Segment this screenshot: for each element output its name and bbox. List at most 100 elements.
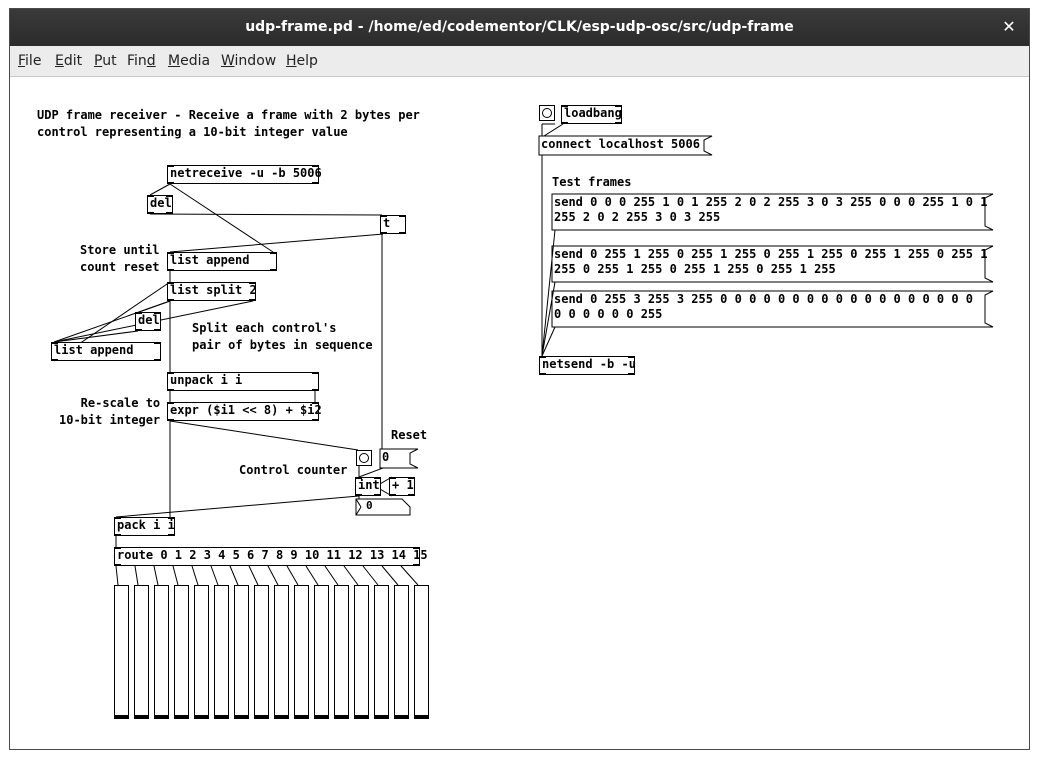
- comment-store-until: Store until count reset: [80, 243, 160, 274]
- int-object[interactable]: int: [355, 477, 381, 496]
- port: [628, 356, 635, 358]
- slider-knob[interactable]: [355, 715, 368, 718]
- menu-window[interactable]: Window: [221, 53, 276, 69]
- menu-media-rest: edia: [180, 53, 211, 69]
- port: [147, 195, 154, 197]
- port: [615, 122, 622, 124]
- port: [380, 232, 387, 234]
- menu-put-accel: P: [94, 53, 103, 69]
- vslider-2[interactable]: [154, 585, 169, 719]
- port: [355, 477, 362, 479]
- slider-knob[interactable]: [135, 715, 148, 718]
- loadbang-object[interactable]: loadbang: [561, 105, 622, 124]
- port: [167, 372, 174, 374]
- slider-knob[interactable]: [155, 715, 168, 718]
- vslider-12[interactable]: [354, 585, 369, 719]
- port: [167, 269, 174, 271]
- del-object-1[interactable]: del: [147, 195, 173, 214]
- unpack-object[interactable]: unpack i i: [167, 372, 319, 391]
- port: [168, 534, 175, 536]
- patch-canvas[interactable]: UDP frame receiver - Receive a frame wit…: [10, 77, 1029, 749]
- vslider-8[interactable]: [274, 585, 289, 719]
- trigger-object[interactable]: t: [380, 215, 406, 234]
- del-object-2[interactable]: del: [135, 312, 161, 331]
- vslider-3[interactable]: [174, 585, 189, 719]
- patch-cords: [53, 123, 994, 586]
- slider-knob[interactable]: [375, 715, 388, 718]
- menu-media-accel: M: [168, 53, 181, 69]
- window-title: udp-frame.pd - /home/ed/codementor/CLK/e…: [245, 19, 794, 35]
- test-frame-message-1[interactable]: send 0 0 0 255 1 0 1 255 2 0 2 255 3 0 3…: [554, 195, 988, 224]
- netsend-object[interactable]: netsend -b -u: [539, 356, 636, 375]
- port: [167, 182, 174, 184]
- comment-control-counter: Control counter: [239, 463, 348, 477]
- counter-number-box[interactable]: 0: [366, 499, 373, 512]
- menu-put[interactable]: Put: [94, 53, 117, 69]
- vslider-9[interactable]: [294, 585, 309, 719]
- slider-knob[interactable]: [295, 715, 308, 718]
- slider-knob[interactable]: [315, 715, 328, 718]
- port: [312, 402, 319, 404]
- menu-find[interactable]: Find: [127, 53, 156, 69]
- vslider-11[interactable]: [334, 585, 349, 719]
- port: [380, 215, 387, 217]
- menu-edit[interactable]: Edit: [55, 53, 82, 69]
- port: [114, 517, 121, 519]
- test-frame-message-3[interactable]: send 0 255 3 255 3 255 0 0 0 0 0 0 0 0 0…: [554, 292, 974, 321]
- vslider-4[interactable]: [194, 585, 209, 719]
- expr-object[interactable]: expr ($i1 << 8) + $i2: [167, 402, 322, 421]
- port: [312, 389, 319, 391]
- netreceive-object[interactable]: netreceive -u -b 5006: [167, 165, 322, 184]
- vslider-5[interactable]: [214, 585, 229, 719]
- menu-help-accel: H: [286, 53, 297, 69]
- counter-bang[interactable]: [356, 450, 372, 466]
- list-split-object[interactable]: list split 2: [167, 282, 257, 301]
- test-frame-message-2[interactable]: send 0 255 1 255 0 255 1 255 0 255 1 255…: [554, 247, 988, 276]
- slider-knob[interactable]: [215, 715, 228, 718]
- list-append-object-1[interactable]: list append: [167, 252, 277, 271]
- vslider-10[interactable]: [314, 585, 329, 719]
- bang-circle-icon: [359, 453, 369, 463]
- port: [399, 215, 406, 217]
- port: [408, 494, 415, 496]
- slider-knob[interactable]: [115, 715, 128, 718]
- connect-message[interactable]: connect localhost 5006: [541, 137, 700, 151]
- port: [154, 359, 161, 361]
- slider-knob[interactable]: [175, 715, 188, 718]
- menu-file[interactable]: File: [18, 53, 41, 69]
- close-icon[interactable]: ✕: [1002, 17, 1016, 36]
- vslider-15[interactable]: [414, 585, 429, 719]
- port: [312, 182, 319, 184]
- vslider-1[interactable]: [134, 585, 149, 719]
- menu-help[interactable]: Help: [286, 53, 318, 69]
- port: [249, 282, 256, 284]
- slider-knob[interactable]: [235, 715, 248, 718]
- port: [408, 477, 415, 479]
- slider-knob[interactable]: [395, 715, 408, 718]
- slider-knob[interactable]: [415, 715, 428, 718]
- slider-knob[interactable]: [275, 715, 288, 718]
- vslider-14[interactable]: [394, 585, 409, 719]
- port: [135, 329, 142, 331]
- port: [114, 534, 121, 536]
- vslider-6[interactable]: [234, 585, 249, 719]
- comment-header: UDP frame receiver - Receive a frame wit…: [37, 108, 420, 139]
- slider-knob[interactable]: [335, 715, 348, 718]
- vslider-13[interactable]: [374, 585, 389, 719]
- port: [154, 342, 161, 344]
- reset-message[interactable]: 0: [382, 450, 390, 464]
- vslider-7[interactable]: [254, 585, 269, 719]
- port: [147, 212, 154, 214]
- plus-one-object[interactable]: + 1: [389, 477, 415, 496]
- slider-knob[interactable]: [255, 715, 268, 718]
- route-object[interactable]: route 0 1 2 3 4 5 6 7 8 9 10 11 12 13 14…: [114, 547, 428, 566]
- slider-knob[interactable]: [195, 715, 208, 718]
- title-bar: udp-frame.pd - /home/ed/codementor/CLK/e…: [10, 9, 1029, 46]
- vslider-0[interactable]: [114, 585, 129, 719]
- menu-media[interactable]: Media: [168, 53, 210, 69]
- pack-object[interactable]: pack i i: [114, 517, 175, 536]
- loadbang-bang[interactable]: [539, 105, 555, 121]
- port: [355, 494, 362, 496]
- list-append-object-2[interactable]: list append: [51, 342, 161, 361]
- pd-patch-window: udp-frame.pd - /home/ed/codementor/CLK/e…: [9, 8, 1030, 750]
